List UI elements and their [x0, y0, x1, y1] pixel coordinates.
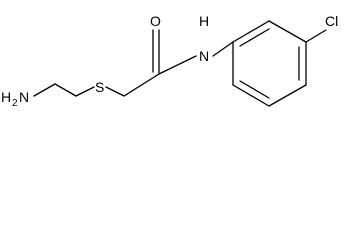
bond-c3-c4 [123, 73, 160, 97]
sulfur-label: S [95, 79, 104, 95]
bond-c2-s [75, 86, 95, 97]
bond-s-c3 [105, 86, 125, 97]
ring-bond-1 [232, 20, 270, 43]
chlorine-label: Cl [325, 13, 338, 29]
bond-n-ring [212, 41, 234, 57]
amine-n-label: N [19, 89, 29, 105]
bonds [33, 20, 327, 107]
ring-double-1 [239, 28, 270, 47]
amide-n-label: N [199, 48, 209, 64]
amine-h-count: 2 [12, 98, 18, 107]
carbonyl-o-label: O [150, 13, 161, 29]
atom-labels: H 2 N S O H N Cl [1, 13, 338, 107]
ring-double-3 [239, 80, 270, 99]
ring-bond-4 [268, 84, 307, 107]
ring-bond-5 [232, 84, 270, 107]
bond-n-c1 [33, 83, 56, 97]
amine-h-label: H [1, 89, 11, 105]
bond-c1-c2 [54, 83, 77, 97]
structure-diagram: H 2 N S O H N Cl [0, 0, 345, 107]
bond-c4-n [158, 55, 197, 75]
bond-ring-cl [305, 29, 327, 43]
background [0, 0, 345, 107]
amide-h-label: H [199, 13, 209, 29]
ring-bond-2 [268, 20, 307, 43]
